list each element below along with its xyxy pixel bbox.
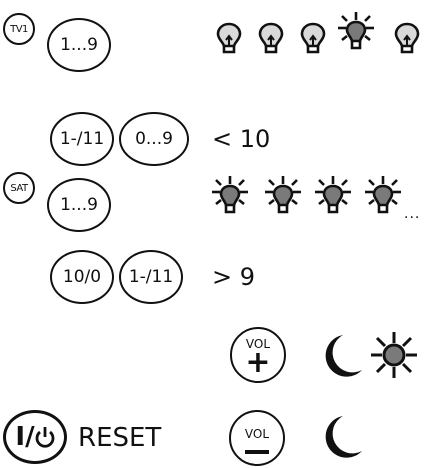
crescent-moon-icon	[325, 416, 362, 458]
digits-label: 1...9	[60, 35, 98, 55]
lightbulb-off-icon	[216, 22, 242, 54]
more-ellipsis: ...	[404, 206, 421, 222]
lightbulb-off-icon	[258, 22, 284, 54]
zero-nine-button[interactable]: 0...9	[119, 112, 189, 166]
lightbulb-off-icon	[394, 22, 420, 54]
less-than-ten-caption: < 10	[212, 125, 271, 153]
digits-button-tv1[interactable]: 1...9	[47, 18, 111, 72]
lightbulb-on-icon	[338, 12, 374, 50]
power-icon: I/	[15, 422, 54, 452]
dash-eleven-label: 1-/11	[128, 267, 174, 287]
vol-label: VOL	[245, 337, 271, 351]
volume-down-button[interactable]: VOL	[229, 410, 285, 466]
reset-caption: RESET	[78, 423, 162, 453]
ten-zero-button[interactable]: 10/0	[50, 250, 114, 304]
lightbulb-off-icon	[300, 22, 326, 54]
sat-label: SAT	[10, 182, 28, 194]
crescent-moon-icon	[325, 335, 362, 377]
lightbulb-on-icon	[265, 176, 301, 214]
power-button[interactable]: I/	[3, 410, 67, 464]
zero-nine-label: 0...9	[135, 129, 173, 149]
volume-up-button[interactable]: VOL +	[230, 327, 286, 383]
plus-icon: +	[245, 345, 271, 380]
sat-badge: SAT	[3, 172, 35, 204]
ten-zero-label: 10/0	[62, 267, 102, 287]
sun-icon	[371, 332, 417, 378]
dash-eleven-button[interactable]: 1-/11	[50, 112, 114, 166]
dash-eleven-button[interactable]: 1-/11	[119, 250, 183, 304]
greater-than-nine-caption: > 9	[212, 263, 256, 291]
dash-eleven-label: 1-/11	[59, 129, 105, 149]
digits-button-sat[interactable]: 1...9	[47, 178, 111, 232]
vol-label: VOL	[244, 427, 270, 441]
tv1-badge: TV1	[3, 13, 35, 45]
minus-icon	[245, 450, 269, 454]
lightbulb-on-icon	[212, 176, 248, 214]
digits-label: 1...9	[60, 195, 98, 215]
lightbulb-on-icon	[365, 176, 401, 214]
tv1-label: TV1	[10, 23, 28, 35]
lightbulb-on-icon	[315, 176, 351, 214]
power-symbol-icon	[35, 427, 54, 448]
